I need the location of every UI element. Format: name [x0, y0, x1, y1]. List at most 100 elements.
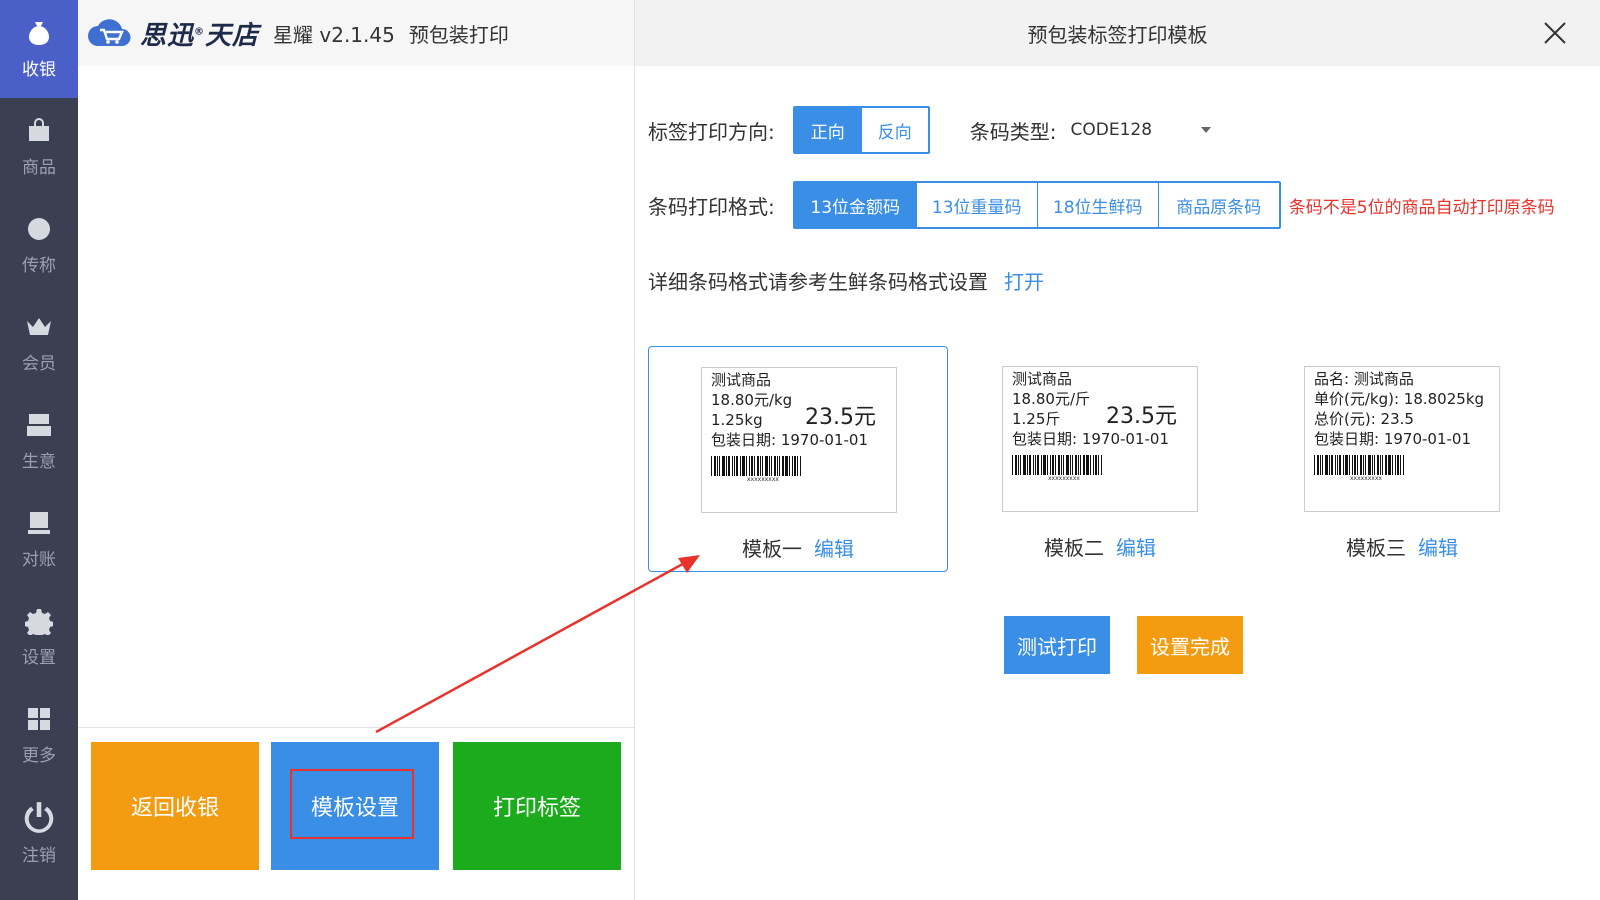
barcode-bar — [1098, 455, 1099, 475]
barcode-bar — [1325, 455, 1328, 475]
barcode-bar — [1012, 455, 1013, 475]
template-name-row: 模板一编辑 — [649, 533, 947, 562]
edit-template-2-link[interactable]: 编辑 — [1116, 536, 1156, 560]
format-option-original[interactable]: 商品原条码 — [1158, 183, 1279, 227]
sidebar-item-label: 设置 — [22, 647, 56, 668]
edit-template-1-link[interactable]: 编辑 — [814, 537, 854, 561]
barcode-bar — [1020, 455, 1021, 475]
barcode-bar — [1322, 455, 1323, 475]
barcode-bar — [1314, 455, 1315, 475]
app-logo: 思迅®天店 — [86, 15, 259, 52]
sidebar-item-label: 传称 — [22, 255, 56, 276]
barcode-bar — [1382, 455, 1383, 475]
direction-reverse-option[interactable]: 反向 — [861, 108, 928, 152]
barcode-bar — [719, 456, 720, 476]
barcode-bar — [1027, 455, 1028, 475]
barcode-bar — [1050, 455, 1051, 475]
template-card-1[interactable]: 测试商品 18.80元/kg 1.25kg 包装日期: 1970-01-01 2… — [648, 346, 948, 572]
label-line: 1.25斤 — [1012, 410, 1061, 428]
sidebar-item-scale[interactable]: 传称 — [0, 196, 78, 294]
format-option-13-weight[interactable]: 13位重量码 — [916, 183, 1038, 227]
dialog-title: 预包装标签打印模板 — [1027, 22, 1208, 47]
barcode-image — [1012, 455, 1188, 475]
label-line: 包装日期: 1970-01-01 — [1314, 430, 1471, 448]
print-label-button[interactable]: 打印标签 — [453, 742, 621, 870]
template-name-row: 模板三编辑 — [1252, 532, 1552, 561]
open-format-settings-link[interactable]: 打开 — [1004, 270, 1044, 294]
barcode-bar — [1037, 455, 1039, 475]
power-icon — [24, 801, 54, 833]
format-hint: 条码不是5位的商品自动打印原条码 — [1288, 197, 1555, 218]
sidebar-item-business[interactable]: 生意 — [0, 392, 78, 490]
barcode-bar — [1400, 455, 1401, 475]
barcode-bar — [714, 456, 716, 476]
sidebar-item-reconcile[interactable]: 对账 — [0, 490, 78, 588]
barcode-bar — [762, 456, 763, 476]
shopping-bag-icon — [29, 117, 49, 141]
sidebar-item-label: 生意 — [22, 451, 56, 472]
barcode-bar — [1086, 455, 1089, 475]
direction-label: 标签打印方向: — [648, 119, 775, 144]
settings-done-button[interactable]: 设置完成 — [1137, 616, 1243, 674]
barcode-bar — [1354, 455, 1356, 475]
label-line: 测试商品 — [1012, 370, 1073, 388]
barcode-bar — [1365, 455, 1366, 475]
left-panel: 思迅®天店 星耀 v2.1.45 预包装打印 返回收银 模板设置 打印标签 — [78, 0, 634, 900]
sidebar-item-logout[interactable]: 注销 — [0, 784, 78, 882]
sidebar-item-goods[interactable]: 商品 — [0, 98, 78, 196]
barcode-type-label: 条码类型: — [969, 119, 1057, 144]
direction-forward-option[interactable]: 正向 — [794, 108, 862, 152]
label-line: 包装日期: 1970-01-01 — [1012, 430, 1169, 448]
back-to-cashier-button[interactable]: 返回收银 — [91, 742, 259, 870]
barcode-bar — [1388, 455, 1391, 475]
label-price: 23.5元 — [805, 405, 876, 430]
barcode-bar — [797, 456, 798, 476]
label-preview: 品名: 测试商品 单价(元/kg): 18.8025kg 总价(元): 23.5… — [1304, 366, 1500, 512]
barcode-bar — [800, 456, 801, 476]
close-icon[interactable] — [1542, 20, 1568, 46]
barcode-bar — [1374, 455, 1375, 475]
barcode-bar — [782, 456, 784, 476]
barcode-bar — [1345, 455, 1348, 475]
barcode-text: xxxxxxxxx — [747, 476, 779, 483]
template-card-2[interactable]: 测试商品 18.80元/斤 1.25斤 包装日期: 1970-01-01 23.… — [950, 346, 1250, 572]
barcode-bar — [765, 456, 768, 476]
sidebar-item-label: 更多 — [22, 745, 56, 766]
sidebar-item-more[interactable]: 更多 — [0, 686, 78, 784]
barcode-bar — [771, 456, 772, 476]
template-name: 模板二 — [1044, 536, 1104, 560]
edit-template-3-link[interactable]: 编辑 — [1418, 536, 1458, 560]
detail-row: 详细条码格式请参考生鲜条码格式设置 打开 — [648, 266, 1044, 295]
label-preview: 测试商品 18.80元/斤 1.25斤 包装日期: 1970-01-01 23.… — [1002, 366, 1198, 512]
template-card-3[interactable]: 品名: 测试商品 单价(元/kg): 18.8025kg 总价(元): 23.5… — [1252, 346, 1552, 572]
barcode-bar — [757, 456, 759, 476]
template-settings-button[interactable]: 模板设置 — [271, 742, 439, 870]
barcode-bar — [1349, 455, 1350, 475]
format-toggle: 13位金额码 13位重量码 18位生鲜码 商品原条码 — [792, 181, 1281, 229]
sidebar-item-member[interactable]: 会员 — [0, 294, 78, 392]
format-option-18-fresh[interactable]: 18位生鲜码 — [1037, 183, 1159, 227]
barcode-bar — [1043, 455, 1046, 475]
barcode-bar — [792, 456, 793, 476]
sidebar-item-settings[interactable]: 设置 — [0, 588, 78, 686]
barcode-bar — [746, 456, 747, 476]
barcode-image — [711, 456, 887, 476]
barcode-type-select[interactable]: CODE128 — [1071, 120, 1211, 140]
format-option-13-amount[interactable]: 13位金额码 — [794, 183, 917, 227]
sidebar-item-cashier[interactable]: 收银 — [0, 0, 78, 98]
label-line: 18.80元/kg — [711, 391, 793, 409]
format-row: 条码打印格式: 13位金额码 13位重量码 18位生鲜码 商品原条码 条码不是5… — [648, 181, 1555, 229]
barcode-bar — [1063, 455, 1064, 475]
barcode-bar — [1329, 455, 1330, 475]
sidebar-item-label: 对账 — [22, 549, 56, 570]
barcode-bar — [1015, 455, 1017, 475]
sidebar-item-label: 注销 — [22, 845, 56, 866]
template-dialog: 预包装标签打印模板 标签打印方向: 正向 反向 条码类型: CODE128 条码… — [635, 0, 1600, 900]
barcode-bar — [1372, 455, 1373, 475]
barcode-bar — [726, 456, 727, 476]
barcode-bar — [1101, 455, 1102, 475]
test-print-button[interactable]: 测试打印 — [1004, 616, 1110, 674]
barcode-bar — [1083, 455, 1085, 475]
barcode-bar — [1339, 455, 1341, 475]
barcode-bar — [740, 456, 741, 476]
